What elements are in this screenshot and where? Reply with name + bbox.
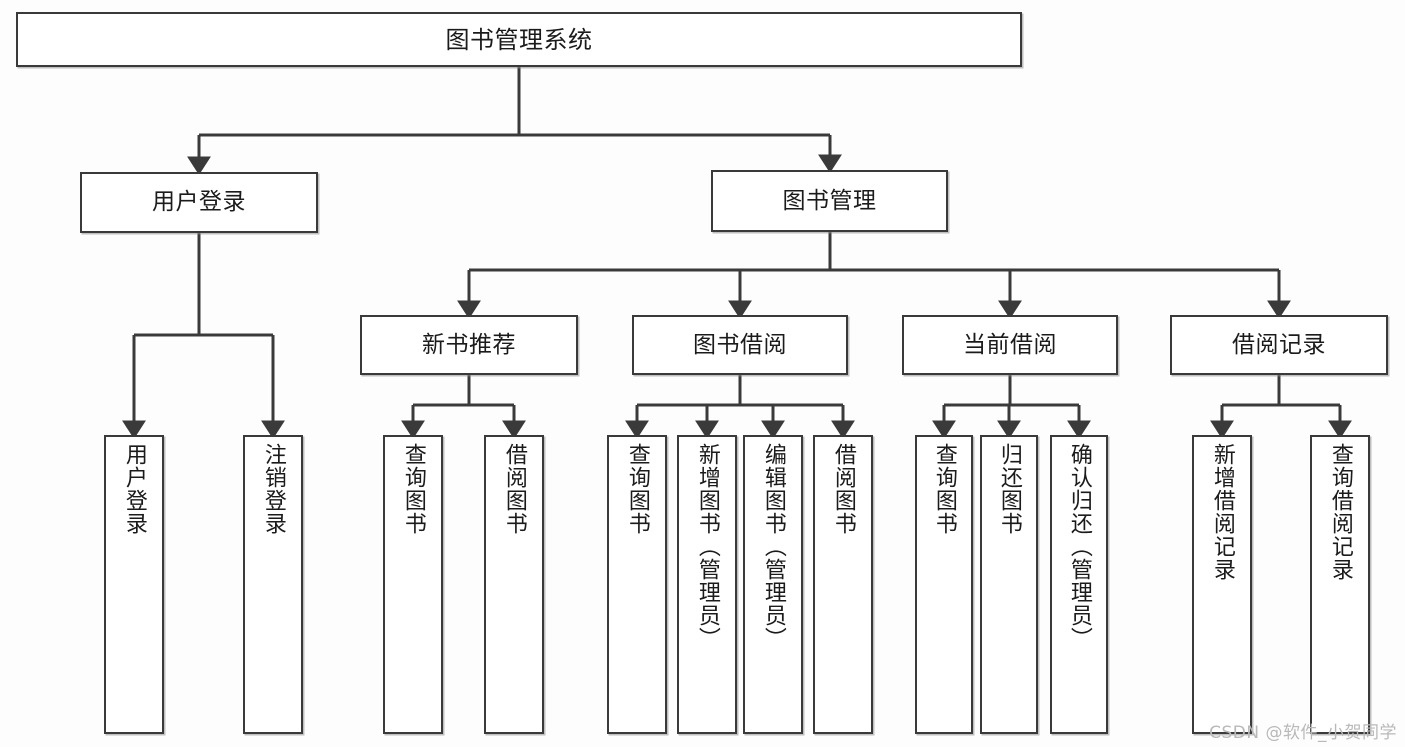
- node-leaf-user-login[interactable]: 用户登录: [104, 435, 164, 734]
- node-label: 新增借阅记录: [1209, 443, 1235, 581]
- node-label: 确认归还（管理员）: [1066, 443, 1092, 650]
- node-label: 图书管理: [782, 187, 877, 214]
- node-user-login[interactable]: 用户登录: [80, 172, 318, 233]
- node-leaf-borrow-book-2[interactable]: 借阅图书: [813, 435, 873, 734]
- node-label: 图书管理系统: [445, 25, 593, 54]
- node-leaf-query-book-3[interactable]: 查询图书: [915, 435, 973, 734]
- csdn-watermark: CSDN @软件_小贺同学: [1209, 723, 1397, 743]
- node-borrow-record[interactable]: 借阅记录: [1170, 315, 1388, 375]
- node-current-borrow[interactable]: 当前借阅: [902, 315, 1118, 375]
- node-label: 查询图书: [624, 443, 650, 535]
- node-book-manage[interactable]: 图书管理: [711, 170, 948, 232]
- node-label: 当前借阅: [963, 331, 1057, 358]
- node-leaf-edit-book[interactable]: 编辑图书（管理员）: [743, 435, 803, 734]
- node-book-borrow[interactable]: 图书借阅: [632, 315, 848, 375]
- node-leaf-user-logout[interactable]: 注销登录: [243, 435, 303, 734]
- node-leaf-query-book-1[interactable]: 查询图书: [383, 435, 443, 734]
- node-label: 借阅记录: [1232, 331, 1326, 358]
- node-label: 查询图书: [400, 443, 426, 535]
- node-leaf-query-record[interactable]: 查询借阅记录: [1310, 435, 1370, 734]
- node-leaf-borrow-book-1[interactable]: 借阅图书: [484, 435, 544, 734]
- node-label: 归还图书: [996, 443, 1022, 535]
- node-label: 编辑图书（管理员）: [760, 443, 786, 650]
- node-label: 查询图书: [931, 443, 957, 535]
- node-leaf-add-record[interactable]: 新增借阅记录: [1192, 435, 1252, 734]
- node-label: 注销登录: [260, 443, 286, 535]
- node-label: 借阅图书: [830, 443, 856, 535]
- node-label: 借阅图书: [501, 443, 527, 535]
- node-label: 查询借阅记录: [1327, 443, 1353, 581]
- node-new-book-recommend[interactable]: 新书推荐: [360, 315, 578, 375]
- node-leaf-query-book-2[interactable]: 查询图书: [607, 435, 667, 734]
- node-leaf-add-book[interactable]: 新增图书（管理员）: [677, 435, 737, 734]
- node-leaf-return-book[interactable]: 归还图书: [980, 435, 1038, 734]
- node-root-book-management-system[interactable]: 图书管理系统: [16, 12, 1022, 67]
- node-label: 新增图书（管理员）: [694, 443, 720, 650]
- node-leaf-confirm-return[interactable]: 确认归还（管理员）: [1050, 435, 1108, 734]
- node-label: 新书推荐: [422, 331, 516, 358]
- node-label: 图书借阅: [693, 331, 787, 358]
- node-label: 用户登录: [121, 443, 147, 535]
- node-label: 用户登录: [152, 189, 246, 216]
